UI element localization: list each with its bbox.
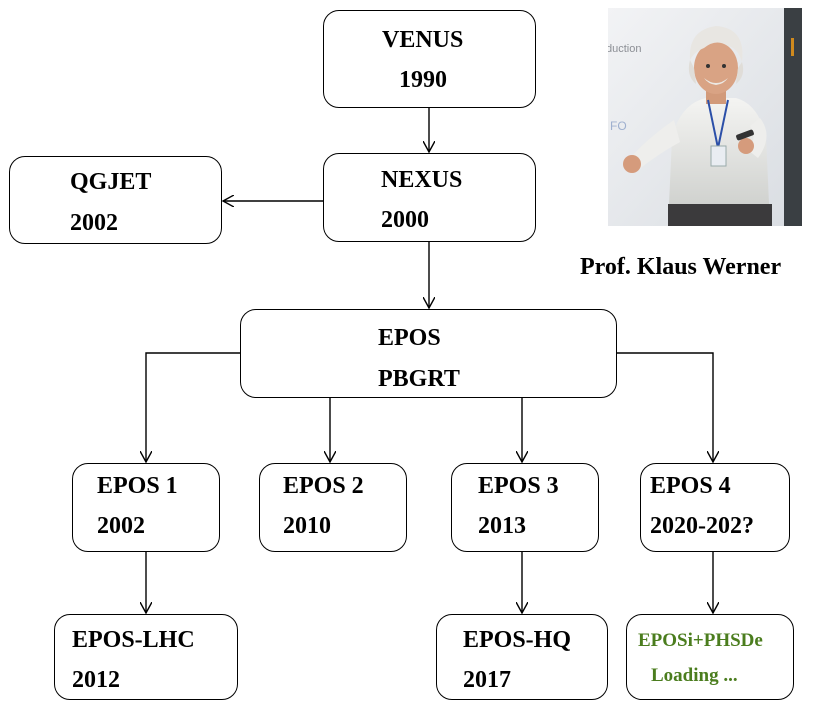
node-epos1-year: 2002: [97, 513, 145, 539]
node-epos-lhc-name: EPOS-LHC: [72, 627, 195, 653]
node-epos2: [259, 463, 407, 552]
node-venus-year: 1990: [399, 67, 447, 93]
node-epos-label: PBGRT: [378, 366, 460, 392]
slide-text-2: FO: [610, 119, 627, 133]
node-venus: [323, 10, 536, 108]
edge-epos-epos1: [146, 352, 240, 462]
edge-epos-epos4: [617, 352, 713, 462]
node-nexus: [323, 153, 536, 242]
node-epos3-year: 2013: [478, 513, 526, 539]
portrait-photo: duction FO: [608, 8, 802, 226]
node-epos4-year: 2020-202?: [650, 513, 754, 539]
node-epos4-name: EPOS 4: [650, 473, 731, 499]
node-qgjet-name: QGJET: [70, 169, 152, 195]
node-qgjet-year: 2002: [70, 210, 118, 236]
slide-text-1: duction: [608, 43, 641, 55]
node-eposi-phsde-status: Loading ...: [651, 665, 738, 686]
node-epos2-year: 2010: [283, 513, 331, 539]
node-nexus-year: 2000: [381, 207, 429, 233]
node-epos: [240, 309, 617, 398]
node-epos-hq: [436, 614, 608, 700]
node-epos-hq-name: EPOS-HQ: [463, 627, 572, 653]
node-epos-lhc: [54, 614, 238, 700]
node-epos1-name: EPOS 1: [97, 473, 178, 499]
photo-caption: Prof. Klaus Werner: [580, 254, 782, 280]
node-epos1: [72, 463, 220, 552]
node-qgjet: [9, 156, 222, 244]
node-epos-name: EPOS: [378, 325, 441, 351]
node-nexus-name: NEXUS: [381, 167, 463, 193]
node-epos3-name: EPOS 3: [478, 473, 559, 499]
node-eposi-phsde: [626, 614, 794, 700]
node-epos-lhc-year: 2012: [72, 667, 120, 693]
node-epos4: [640, 463, 790, 552]
node-epos2-name: EPOS 2: [283, 473, 364, 499]
node-venus-name: VENUS: [382, 27, 464, 53]
node-epos3: [451, 463, 599, 552]
node-epos-hq-year: 2017: [463, 667, 511, 693]
node-eposi-phsde-name: EPOSi+PHSDe: [638, 630, 763, 651]
